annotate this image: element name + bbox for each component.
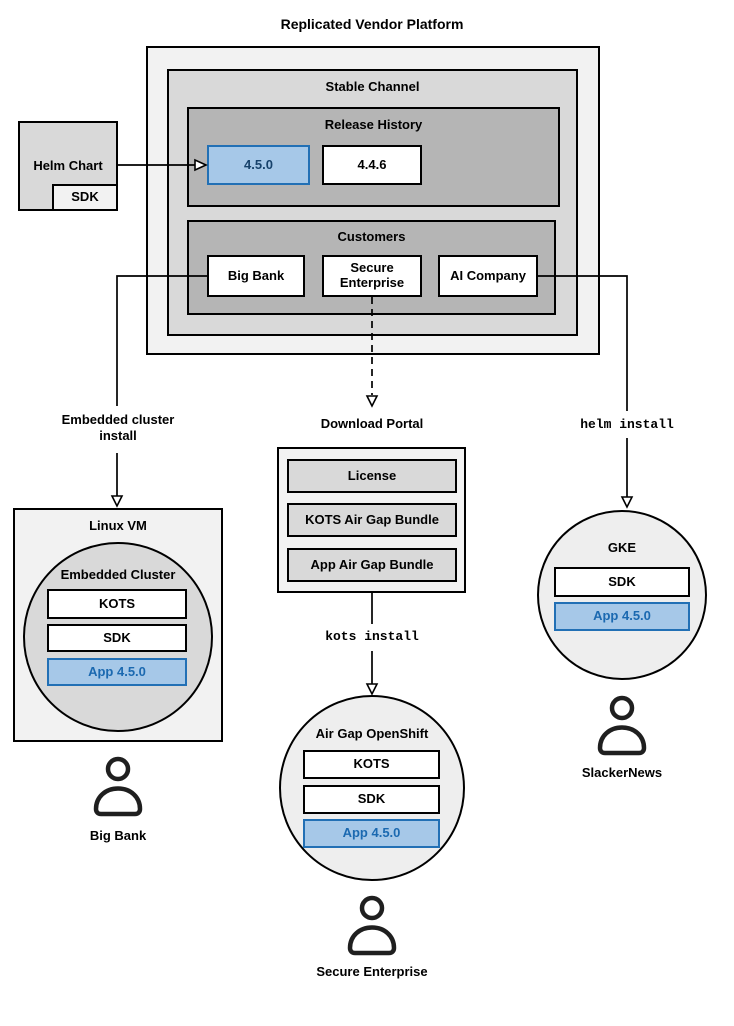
gke-app-box: App 4.5.0 [554,602,690,631]
gke-title: GKE [607,540,637,555]
release-4-4-6: 4.4.6 [322,145,422,185]
embedded-cluster-kots-box: KOTS [47,589,187,619]
customer-ai-company: AI Company [438,255,538,297]
user-label-slackernews: SlackerNews [581,765,663,780]
customers-title: Customers [337,229,406,244]
user-icon [92,756,144,827]
linux-vm-title: Linux VM [89,518,147,533]
user-icon [596,695,648,766]
release-4-5-0: 4.5.0 [207,145,310,185]
user-icon [346,895,398,966]
stable-channel-title: Stable Channel [325,79,420,94]
release-history-title: Release History [324,117,423,132]
arrowhead-down-icon [365,683,379,696]
helm-chart-sdk-box: SDK [52,184,118,211]
portal-item-app-airgap-bundle: App Air Gap Bundle [287,548,457,582]
helm-chart-label: Helm Chart [33,158,103,173]
diagram-title: Replicated Vendor Platform [280,16,464,32]
openshift-sdk-box: SDK [303,785,440,814]
embedded-cluster-app-box: App 4.5.0 [47,658,187,686]
helm-install-label: helm install [580,417,674,432]
customer-secure-enterprise: Secure Enterprise [322,255,422,297]
gke-sdk-box: SDK [554,567,690,597]
embedded-install-label: Embedded cluster install [61,412,175,443]
arrowhead-down-icon [620,496,634,509]
openshift-kots-box: KOTS [303,750,440,779]
arrowhead-down-icon [110,495,124,508]
arrowhead-down-icon [365,395,379,408]
kots-install-label: kots install [325,629,419,644]
portal-item-kots-airgap-bundle: KOTS Air Gap Bundle [287,503,457,537]
user-label-secure-enterprise: Secure Enterprise [316,964,428,979]
embedded-cluster-title: Embedded Cluster [60,567,176,582]
download-portal-title: Download Portal [320,416,424,431]
portal-item-license: License [287,459,457,493]
airgap-openshift-title: Air Gap OpenShift [315,726,429,741]
embedded-cluster-sdk-box: SDK [47,624,187,652]
user-label-big-bank: Big Bank [89,828,147,843]
openshift-app-box: App 4.5.0 [303,819,440,848]
customer-big-bank: Big Bank [207,255,305,297]
